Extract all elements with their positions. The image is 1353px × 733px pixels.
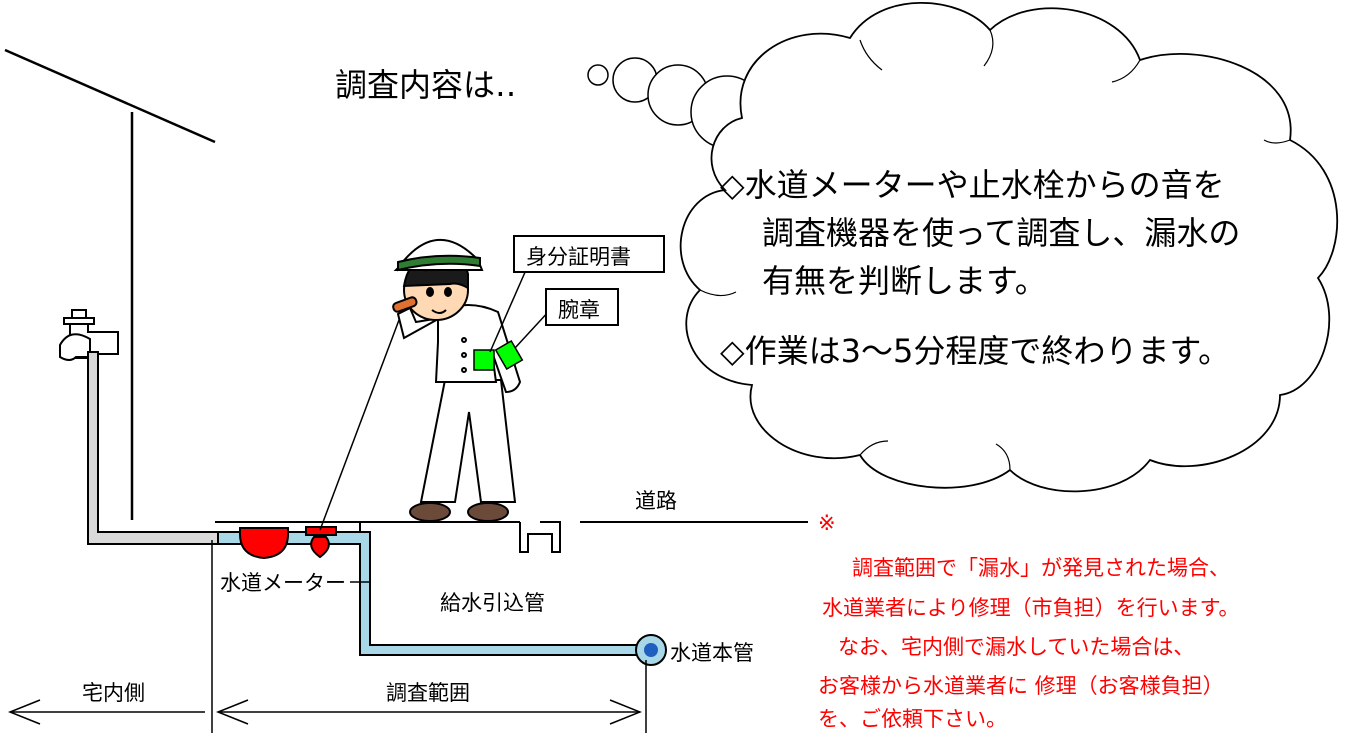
faucet-icon xyxy=(59,309,119,361)
road-label: 道路 xyxy=(635,489,677,513)
bubble-line-3: 有無を判断します。 xyxy=(762,262,1047,300)
armband-label-box xyxy=(545,288,619,326)
leader-lines xyxy=(489,269,551,353)
water-meter-icon xyxy=(239,527,289,560)
house-outline xyxy=(4,48,216,520)
armband-badge xyxy=(494,339,524,371)
service-pipe-label: 給水引込管 xyxy=(440,591,545,615)
armband-label: 腕章 xyxy=(558,298,600,322)
cloud-creases xyxy=(699,29,1291,471)
water-main-label: 水道本管 xyxy=(670,641,754,665)
thought-title: 調査内容は‥ xyxy=(335,66,516,104)
cloud-bubble xyxy=(679,1,1339,493)
range-markers xyxy=(7,540,647,733)
bubble-line-1: ◇水道メーターや止水栓からの音を xyxy=(720,166,1225,204)
note-line-4: お客様から水道業者に 修理（お客様負担） xyxy=(818,674,1224,698)
id-card-badge xyxy=(473,349,495,371)
note-mark: ※ xyxy=(818,511,836,535)
worker-figure xyxy=(319,238,522,531)
note-line-3: なお、宅内側で漏水していた場合は、 xyxy=(838,635,1194,659)
bubble-line-4: ◇作業は3〜5分程度で終わります。 xyxy=(720,332,1230,370)
water-main-icon xyxy=(635,634,667,666)
note-line-2: 水道業者により修理（市負担）を行います。 xyxy=(822,596,1239,620)
water-meter-label: 水道メーター xyxy=(220,571,346,595)
indoor-side-label: 宅内側 xyxy=(82,681,145,705)
indoor-pipe xyxy=(87,351,219,545)
id-card-label-box xyxy=(513,235,665,273)
note-line-1: 調査範囲で「漏水」が発見された場合、 xyxy=(852,556,1230,580)
id-card-label: 身分証明書 xyxy=(526,245,631,269)
note-line-5: を、ご依頼下さい。 xyxy=(818,707,1007,731)
bubble-line-2: 調査機器を使って調査し、漏水の xyxy=(762,214,1240,252)
survey-range-label: 調査範囲 xyxy=(386,681,470,705)
